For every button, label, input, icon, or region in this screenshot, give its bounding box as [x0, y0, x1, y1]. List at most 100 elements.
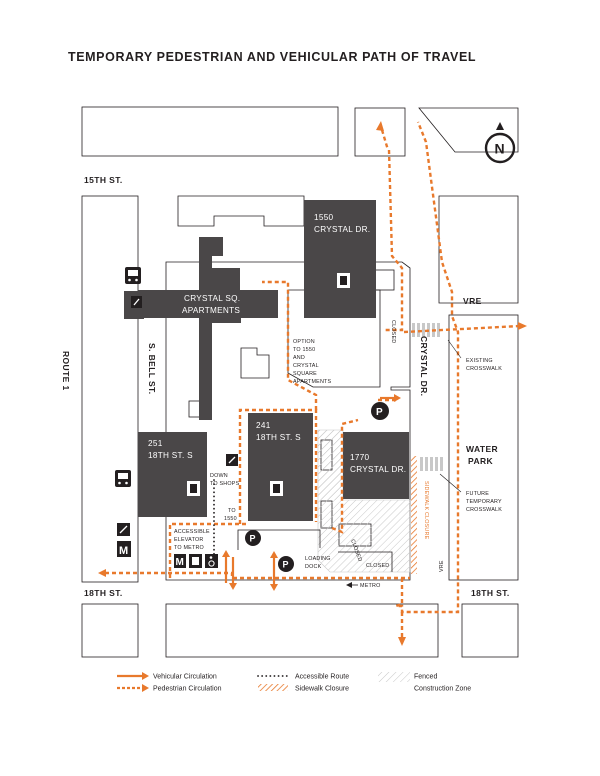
street-crystal: CRYSTAL DR.: [419, 336, 429, 396]
elevator-icon: [189, 554, 202, 568]
svg-text:TO 1550: TO 1550: [293, 347, 315, 353]
metro-icon: M: [117, 541, 131, 557]
label-crystal-sq-line1: CRYSTAL SQ.: [184, 294, 240, 303]
sidewalk-closure-band: [411, 456, 417, 574]
label-crystal-sq-line2: APARTMENTS: [182, 306, 240, 315]
svg-text:CROSSWALK: CROSSWALK: [466, 366, 502, 372]
block-water-park: [448, 314, 519, 581]
street-vre-bottom: VRE: [439, 560, 445, 572]
legend-fenced-label-2: Construction Zone: [414, 686, 471, 693]
elevator-icon: [337, 273, 350, 288]
svg-text:M: M: [119, 545, 128, 557]
ped-route-crystal-main: [395, 121, 460, 614]
svg-text:P: P: [250, 534, 256, 544]
parking-icon: P: [245, 530, 261, 546]
svg-text:TO METRO: TO METRO: [174, 545, 204, 551]
ped-arrowhead-vre: [518, 322, 527, 330]
svg-text:TEMPORARY: TEMPORARY: [466, 499, 502, 505]
svg-text:APARTMENTS: APARTMENTS: [293, 379, 332, 385]
building-crystal-sq: [138, 237, 278, 420]
ped-route-west-crystal: [384, 149, 404, 332]
street-18th-right: 18TH ST.: [471, 588, 510, 598]
metro-direction: METRO: [346, 582, 380, 589]
block-top-middle: [354, 107, 406, 157]
legend-sidewalk-swatch: [258, 684, 288, 691]
label-1770-line1: 1770: [350, 453, 370, 462]
street-bell: S. BELL ST.: [147, 343, 157, 394]
compass-icon: N: [484, 122, 516, 164]
block-top-right: [418, 107, 519, 153]
fenced-construction-zone-top: [318, 430, 343, 500]
street-18th-left: 18TH ST.: [84, 588, 123, 598]
ped-route-vre: [403, 324, 521, 334]
future-crosswalk-label: FUTURE TEMPORARY CROSSWALK: [439, 473, 502, 513]
svg-text:P: P: [283, 560, 289, 570]
loading-dock-label: LOADING DOCK: [305, 556, 330, 570]
veh-arrowhead-down: [229, 583, 237, 590]
street-route1: ROUTE 1: [61, 351, 71, 391]
ped-route-18th: [105, 571, 410, 580]
street-15th: 15TH ST.: [84, 175, 123, 185]
label-water-park-line2: PARK: [468, 456, 494, 466]
svg-text:DOWN: DOWN: [210, 473, 228, 479]
block-bottom-left: [81, 603, 139, 658]
veh-arrowhead-loading-down: [270, 584, 278, 591]
legend-accessible-label: Accessible Route: [295, 674, 349, 681]
veh-arrowhead-loading-up: [270, 551, 278, 558]
svg-text:EXISTING: EXISTING: [466, 358, 493, 364]
svg-text:FUTURE: FUTURE: [466, 491, 489, 497]
escalator-icon: [226, 454, 238, 466]
ped-route-site: [168, 522, 248, 578]
building-241: [248, 413, 313, 521]
ped-arrowhead-south: [398, 637, 406, 646]
ped-route-option: [262, 280, 318, 410]
down-to-shops-label: DOWN TO SHOPS: [210, 473, 240, 487]
loading-outline: [338, 551, 393, 572]
site-block: [165, 261, 411, 581]
escalator-icon: [131, 296, 142, 308]
svg-text:N: N: [495, 141, 505, 157]
block-bottom-right: [461, 603, 519, 658]
elevator-icon: [270, 481, 283, 496]
label-1550-line2: CRYSTAL DR.: [314, 225, 370, 234]
closed-label-bottom: CLOSED: [366, 563, 389, 569]
escalator-icon: [117, 523, 130, 536]
building-251: [138, 432, 207, 517]
closed-label-right: CLOSED: [390, 320, 396, 343]
existing-crosswalk-label: EXISTING CROSSWALK: [447, 339, 502, 372]
bus-icon: [115, 470, 131, 487]
accessible-elevator-label: ACCESSIBLE ELEVATOR TO METRO: [174, 529, 210, 551]
page-title: TEMPORARY PEDESTRIAN AND VEHICULAR PATH …: [68, 50, 477, 64]
elevator-icon: [187, 481, 200, 496]
street-vre-top: VRE: [463, 296, 482, 306]
parking-icon: P: [371, 402, 389, 420]
ped-route-1770-loop: [331, 418, 359, 534]
svg-text:M: M: [176, 557, 184, 568]
block-east-right: [438, 195, 519, 304]
legend-fenced-label-1: Fenced: [414, 674, 437, 681]
legend-vehicular-label: Vehicular Circulation: [153, 674, 217, 681]
ped-route-241-loop: [238, 408, 318, 524]
legend: Vehicular Circulation Pedestrian Circula…: [117, 672, 471, 693]
legend-sidewalk-label: Sidewalk Closure: [295, 686, 349, 693]
legend-pedestrian-label: Pedestrian Circulation: [153, 686, 222, 693]
wheelchair-icon: [205, 554, 218, 568]
courtyard-shape: [240, 347, 270, 379]
svg-text:TO SHOPS: TO SHOPS: [210, 481, 240, 487]
label-241-line1: 241: [256, 421, 271, 430]
future-crosswalk: [420, 457, 443, 471]
label-1550-line1: 1550: [314, 213, 334, 222]
sidewalk-closure-text: SIDEWALK CLOSURE: [423, 481, 429, 540]
block-bottom-mid: [165, 603, 439, 658]
label-1770-line2: CRYSTAL DR.: [350, 465, 406, 474]
bus-icon: [125, 267, 141, 284]
to-1550-label: TO 1550: [224, 508, 237, 522]
label-241-line2: 18TH ST. S: [256, 433, 301, 442]
svg-text:AND: AND: [293, 355, 305, 361]
svg-text:1550: 1550: [224, 516, 237, 522]
ped-arrowhead-north: [376, 121, 384, 131]
svg-text:ACCESSIBLE: ACCESSIBLE: [174, 529, 210, 535]
veh-arrowhead-east: [394, 394, 401, 402]
svg-text:SQUARE: SQUARE: [293, 371, 317, 377]
